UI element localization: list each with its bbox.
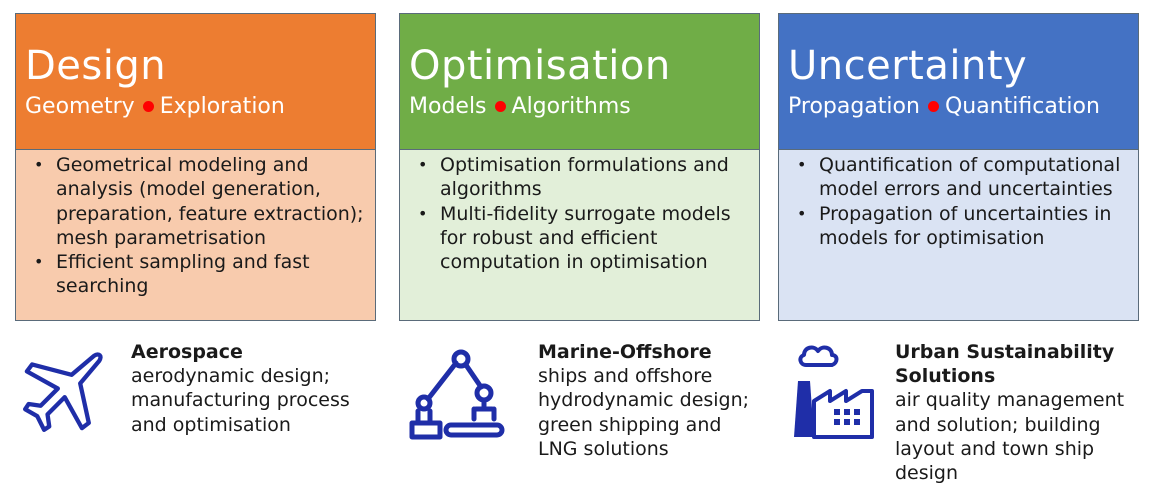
aerospace-text: Aerospace aerodynamic design; manufactur… bbox=[131, 340, 366, 437]
design-card-body: Geometrical modeling and analysis (model… bbox=[16, 150, 375, 320]
design-subtitle-right: Exploration bbox=[159, 94, 285, 119]
robot-arm-icon bbox=[409, 349, 505, 440]
optimisation-card-title: Optimisation bbox=[409, 43, 671, 89]
design-card-header: Design Geometry Exploration bbox=[16, 14, 375, 150]
optimisation-subtitle-right: Algorithms bbox=[511, 94, 631, 119]
uncertainty-card-header: Uncertainty Propagation Quantification bbox=[779, 14, 1138, 150]
uncertainty-card: Uncertainty Propagation Quantification Qu… bbox=[778, 13, 1139, 321]
marine-offshore-desc: ships and offshore hydrodynamic design; … bbox=[538, 365, 750, 460]
urban-sustainability-desc: air quality management and solution; bui… bbox=[895, 389, 1125, 485]
design-card-subtitle: Geometry Exploration bbox=[25, 92, 375, 122]
airplane-icon bbox=[23, 352, 103, 432]
optimisation-card-body: Optimisation formulations and algorithms… bbox=[400, 150, 759, 320]
uncertainty-bullet-list: Quantification of computational model er… bbox=[789, 153, 1128, 250]
marine-offshore-text: Marine-Offshore ships and offshore hydro… bbox=[538, 340, 758, 461]
optimisation-bullet-list: Optimisation formulations and algorithms… bbox=[410, 153, 749, 274]
bullet-item: Propagation of uncertainties in models f… bbox=[789, 202, 1128, 251]
marine-offshore-title: Marine-Offshore bbox=[538, 341, 712, 363]
aerospace-title: Aerospace bbox=[131, 341, 243, 363]
red-dot-icon bbox=[142, 100, 154, 112]
uncertainty-card-body: Quantification of computational model er… bbox=[779, 150, 1138, 320]
uncertainty-subtitle-right: Quantification bbox=[944, 94, 1100, 119]
urban-sustainability-title: Urban Sustainability Solutions bbox=[895, 341, 1115, 388]
optimisation-card-subtitle: Models Algorithms bbox=[409, 92, 759, 122]
bullet-item: Multi-fidelity surrogate models for robu… bbox=[410, 202, 749, 275]
optimisation-card: Optimisation Models Algorithms Optimisati… bbox=[399, 13, 760, 321]
design-card: Design Geometry Exploration Geometrical m… bbox=[15, 13, 376, 321]
factory-icon bbox=[794, 345, 874, 439]
design-bullet-list: Geometrical modeling and analysis (model… bbox=[26, 153, 365, 299]
red-dot-icon bbox=[927, 100, 939, 112]
bullet-item: Efficient sampling and fast searching bbox=[26, 250, 365, 299]
urban-sustainability-text: Urban Sustainability Solutions air quali… bbox=[895, 340, 1130, 485]
optimisation-subtitle-left: Models bbox=[409, 94, 487, 119]
design-subtitle-left: Geometry bbox=[25, 94, 135, 119]
uncertainty-card-subtitle: Propagation Quantification bbox=[788, 92, 1138, 122]
bullet-item: Quantification of computational model er… bbox=[789, 153, 1128, 202]
optimisation-card-header: Optimisation Models Algorithms bbox=[400, 14, 759, 150]
red-dot-icon bbox=[494, 100, 506, 112]
aerospace-desc: aerodynamic design; manufacturing proces… bbox=[131, 365, 350, 436]
bullet-item: Optimisation formulations and algorithms bbox=[410, 153, 749, 202]
design-card-title: Design bbox=[25, 43, 167, 89]
bullet-item: Geometrical modeling and analysis (model… bbox=[26, 153, 365, 250]
uncertainty-subtitle-left: Propagation bbox=[788, 94, 920, 119]
uncertainty-card-title: Uncertainty bbox=[788, 43, 1028, 89]
